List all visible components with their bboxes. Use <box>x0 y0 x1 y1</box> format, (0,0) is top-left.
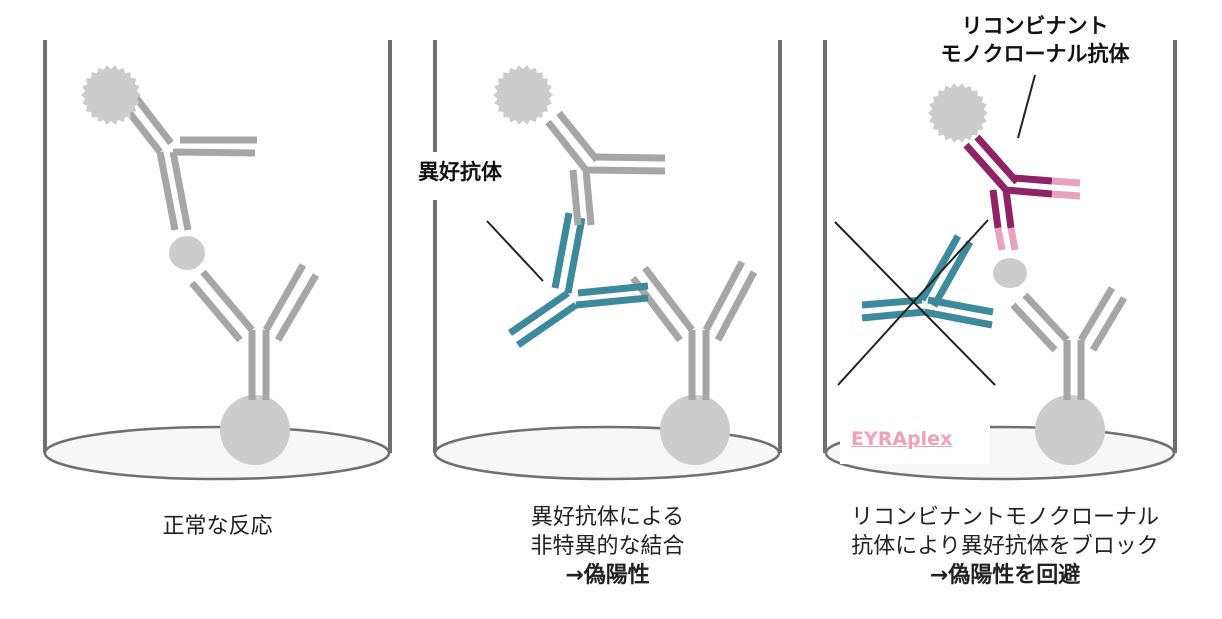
panel-normal <box>43 40 392 481</box>
solid-phase-bead <box>1035 395 1105 465</box>
label-background <box>415 152 525 200</box>
heterophilic-antibody <box>508 212 649 348</box>
capture-antibody <box>1010 286 1128 400</box>
caption-result: →偽陽性を回避 <box>929 563 1081 588</box>
caption-line: リコンビナントモノクローナル <box>850 505 1159 530</box>
callout-line <box>486 220 544 282</box>
detection-antibody <box>115 88 257 231</box>
cross-mark <box>834 219 996 386</box>
antigen <box>993 258 1027 288</box>
callout-line <box>1017 74 1036 139</box>
caption-panel-3: リコンビナントモノクローナル 抗体により異好抗体をブロック →偽陽性を回避 <box>815 503 1195 590</box>
recombinant-label-line1: リコンビナント <box>961 14 1109 38</box>
enzyme-shape <box>493 65 553 125</box>
brand-background <box>840 420 990 464</box>
label-enzyme <box>81 65 141 125</box>
label-enzyme <box>928 83 988 143</box>
caption-line: 非特異的な結合 <box>530 534 685 559</box>
test-tube-3 <box>823 40 1177 481</box>
test-tube-1 <box>43 40 392 481</box>
enzyme-shape <box>928 83 988 143</box>
solid-phase-bead <box>660 395 730 465</box>
enzyme-shape <box>81 65 141 125</box>
antigen <box>169 236 205 270</box>
caption-result: →偽陽性 <box>565 563 650 588</box>
solid-phase-bead <box>220 395 290 465</box>
recombinant-antibody-label: リコンビナント モノクローナル抗体 <box>890 12 1180 68</box>
caption-line: 異好抗体による <box>530 505 685 530</box>
brand-logo-text: EYRAplex <box>851 428 953 450</box>
capture-antibody <box>189 263 320 400</box>
caption-line: 正常な反応 <box>162 514 273 539</box>
label-enzyme <box>493 65 553 125</box>
recombinant-antibody <box>963 134 1081 251</box>
panel-blocked <box>823 40 1177 481</box>
caption-panel-2: 異好抗体による 非特異的な結合 →偽陽性 <box>435 503 780 590</box>
panel-false-positive <box>415 40 782 481</box>
blocked-heterophilic-antibody <box>861 234 994 329</box>
detection-antibody <box>545 110 666 226</box>
heterophilic-antibody-label: 異好抗体 <box>418 160 502 184</box>
recombinant-label-line2: モノクローナル抗体 <box>940 42 1130 66</box>
test-tube-2 <box>433 40 782 481</box>
caption-line: 抗体により異好抗体をブロック <box>851 534 1159 559</box>
capture-antibody <box>630 260 758 400</box>
caption-panel-1: 正常な反応 <box>45 512 390 541</box>
